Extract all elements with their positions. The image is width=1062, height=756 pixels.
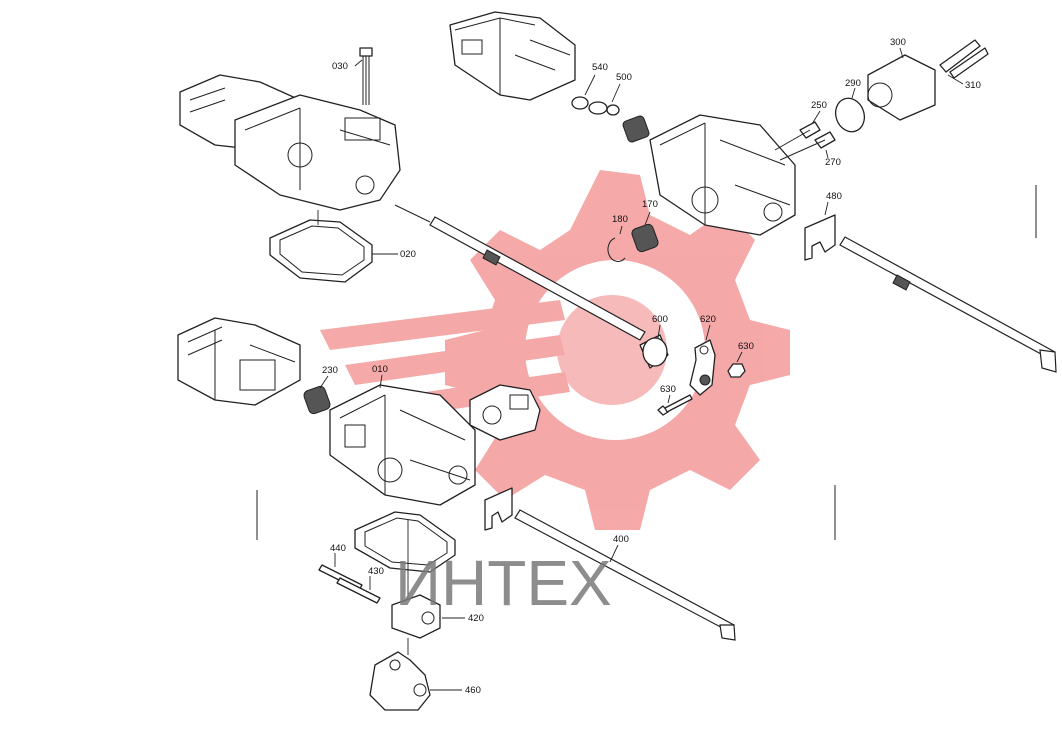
label-500: 500 [616, 72, 632, 83]
part-400-shaft [514, 509, 736, 641]
part-480-fork-upper [804, 214, 836, 261]
part-250-pin [774, 121, 821, 151]
housing-top-center [449, 11, 576, 101]
label-010: 010 [372, 364, 388, 375]
housing-lower-left [177, 317, 301, 406]
part-620-lever [689, 339, 716, 396]
watermark-gear-icon [445, 170, 790, 530]
part-290-oring [834, 97, 866, 133]
label-310: 310 [965, 80, 981, 91]
label-250: 250 [811, 100, 827, 111]
label-030: 030 [332, 61, 348, 72]
label-540: 540 [592, 62, 608, 73]
label-300: 300 [890, 37, 906, 48]
label-600: 600 [652, 314, 668, 325]
label-620: 620 [700, 314, 716, 325]
part-310-bolts [939, 39, 989, 79]
valve-body-center [469, 384, 541, 441]
part-030-bolt [359, 47, 373, 105]
label-180: 180 [612, 214, 628, 225]
part-460-bracket [369, 651, 431, 711]
part-230-gear [303, 385, 331, 415]
part-270-pin [779, 131, 836, 161]
label-480: 480 [826, 191, 842, 202]
label-400: 400 [613, 534, 629, 545]
label-630-bolt: 630 [660, 384, 676, 395]
label-020: 020 [400, 249, 416, 260]
label-290: 290 [845, 78, 861, 89]
shaft-upper-left [394, 204, 646, 341]
part-300-cylinder [867, 54, 936, 121]
label-460: 460 [465, 685, 481, 696]
part-430-pin [336, 577, 381, 604]
part-630-bolt [657, 394, 693, 416]
part-540-washer [571, 96, 608, 115]
part-170-gear [631, 223, 659, 253]
part-020-gasket [269, 219, 373, 283]
housing-right [649, 114, 796, 236]
part-010-housing [329, 384, 476, 506]
part-500-ring [606, 104, 620, 116]
label-440: 440 [330, 543, 346, 554]
housing-top-left [179, 74, 401, 211]
part-630-nut [727, 363, 746, 378]
label-630-nut: 630 [738, 341, 754, 352]
part-600-cone [639, 334, 669, 369]
label-270: 270 [825, 157, 841, 168]
part-420-block [391, 594, 441, 639]
shaft-upper-right [839, 236, 1057, 373]
part-180-circlip [607, 237, 626, 262]
spur-gear-upper [622, 115, 650, 143]
label-430: 430 [368, 566, 384, 577]
part-480-fork-lower [484, 487, 513, 531]
gasket-lower [354, 511, 456, 573]
watermark-text: ИНТЕХ [395, 547, 612, 619]
label-230: 230 [322, 365, 338, 376]
label-420: 420 [468, 613, 484, 624]
label-170: 170 [642, 199, 658, 210]
